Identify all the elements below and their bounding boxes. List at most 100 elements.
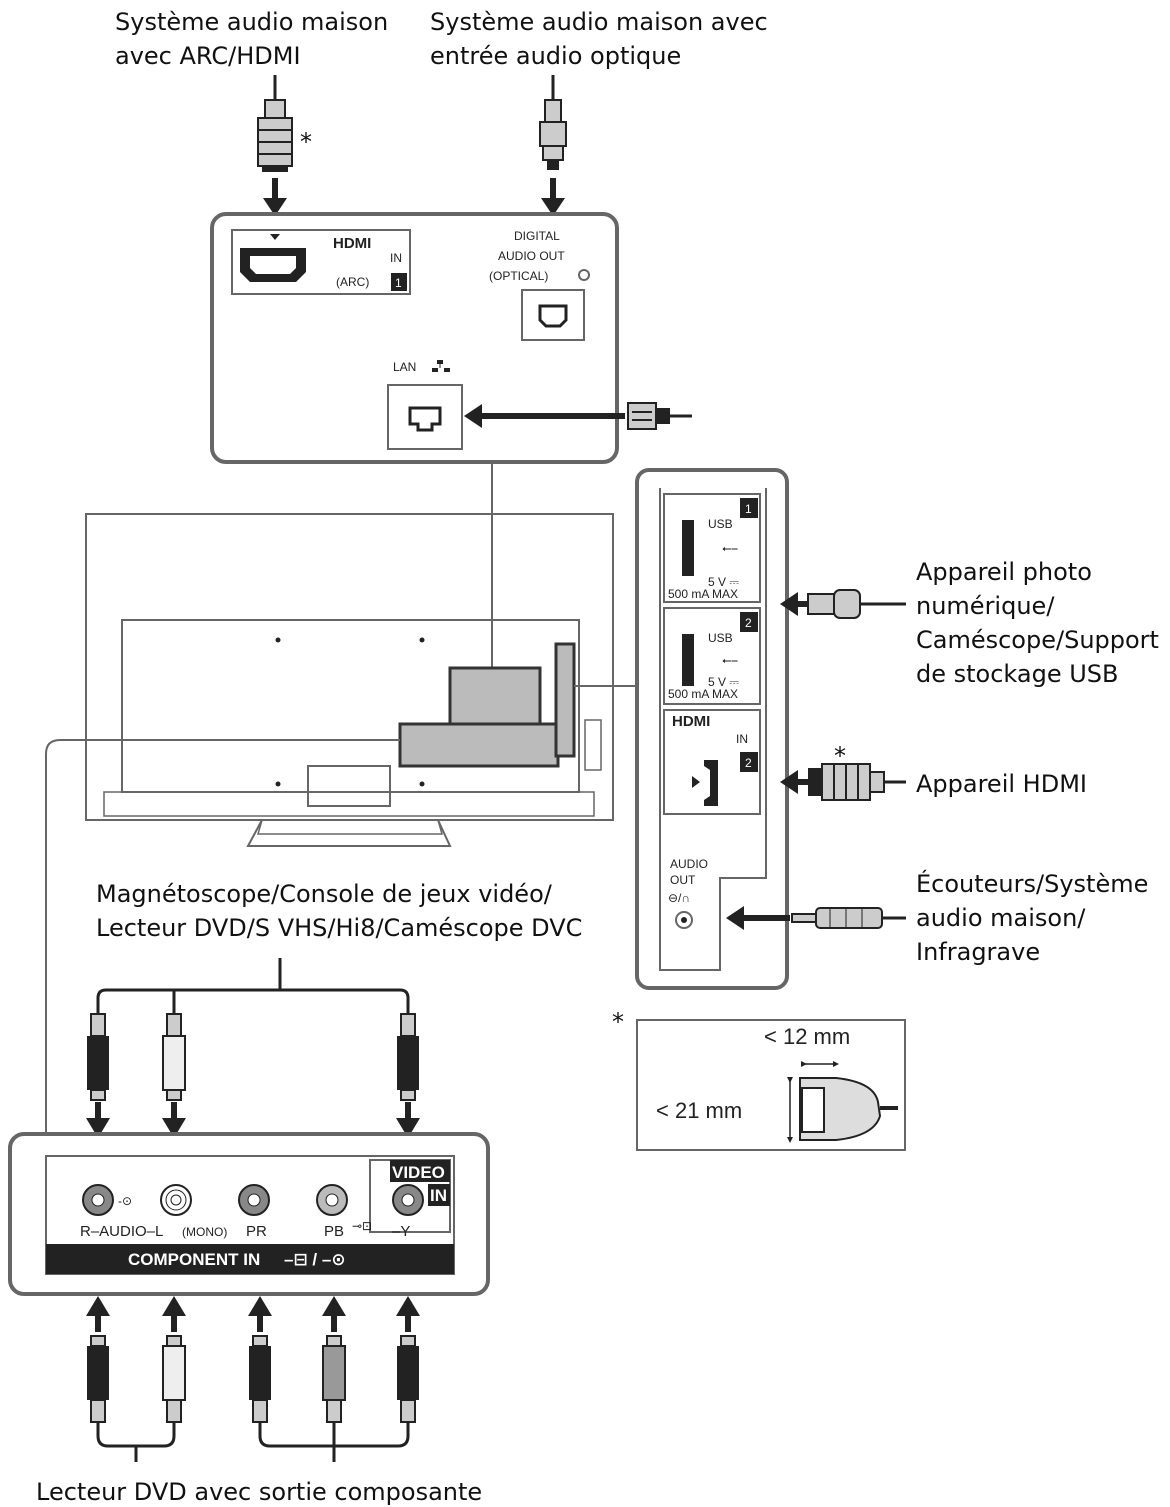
usb1-current: 500 mA MAX [668,587,738,601]
dimension-width: < 12 mm [764,1024,850,1049]
hdmi-logo-side: HDMI [672,713,710,730]
rca-plug-dvd-pr [249,1335,271,1423]
usb2-frame [663,607,761,705]
jack-audio-l[interactable] [160,1184,192,1216]
asterisk-side: * [834,742,846,770]
digital-label-line3: (OPTICAL) [489,269,548,283]
tv-top-terminal-block [448,666,542,728]
hdmi-in-top: IN [390,251,402,265]
rca-plug-vcr-yellow [397,1013,419,1101]
optical-icon [578,269,590,281]
side-connector-panel [635,468,789,990]
hdmi-arc-label: (ARC) [336,275,369,289]
usb1-label: USB [708,517,733,531]
dvd-cable-bundle [96,1422,410,1462]
rca-plug-dvd-audio-r [87,1335,109,1423]
label-headphone-line3: Infragrave [916,938,1040,966]
arrow-lan [464,404,482,428]
hdmi2-number: 2 [745,756,752,770]
headphone-jack[interactable] [675,911,693,929]
leader-line-component [45,739,400,1134]
label-usb-line4: de stockage USB [916,660,1119,688]
hdmi-plug-side [808,763,906,801]
rca-plug-dvd-audio-l [162,1335,186,1423]
headphone-plug [791,907,906,929]
hdmi-arc-port[interactable] [240,248,306,282]
label-dvd-component: Lecteur DVD avec sortie composante [36,1478,482,1506]
hdmi-arc-port-frame [231,229,411,295]
hdmi-logo-top: HDMI [333,235,371,252]
label-arc-audio-line2: avec ARC/HDMI [115,42,301,70]
label-vcr-line2: Lecteur DVD/S VHS/Hi8/Caméscope DVC [96,914,582,942]
lan-plug [627,402,692,430]
optical-plug-top [539,75,567,170]
label-hdmi-device: Appareil HDMI [916,770,1087,798]
mono-label: (MONO) [182,1225,227,1239]
tv-side-terminal-block [554,642,576,758]
component-in-label: COMPONENT IN [128,1250,260,1269]
arrow-hdmi-top [263,198,287,216]
dimension-height: < 21 mm [656,1098,742,1123]
label-usb-line1: Appareil photo [916,558,1092,586]
optical-port[interactable] [521,289,585,341]
pb-label: PB [324,1223,344,1240]
vcr-cable-bundle [96,958,410,1014]
label-arc-audio-line1: Système audio maison [115,8,388,36]
usb-icon-2: ⭠⎯ [722,653,738,667]
audio-out-line2: OUT [670,873,696,887]
arrow-optical-top [541,198,565,216]
tv-back-outline [85,513,614,847]
audio-input-icon: -⊙ [118,1194,132,1208]
video-label: VIDEO [392,1163,445,1182]
usb2-port[interactable] [682,634,694,686]
component-icon: ⊸⊡ [352,1219,372,1233]
usb1-port[interactable] [682,520,694,576]
label-optical-audio-line2: entrée audio optique [430,42,681,70]
video-in-label: IN [430,1186,447,1205]
label-headphone-line1: Écouteurs/Système [916,869,1148,898]
top-connector-panel [210,212,619,464]
digital-label-line2: AUDIO OUT [498,249,565,263]
usb-plug [807,589,906,619]
y-label: –Y [392,1223,410,1240]
label-usb-line3: Caméscope/Support [916,626,1159,654]
usb-icon-1: ⭠⎯ [722,541,738,555]
hdmi2-port[interactable] [704,760,718,806]
hdmi-number-top: 1 [395,276,402,290]
tv-bottom-terminal-block [398,722,560,768]
jack-audio-r[interactable] [82,1184,114,1216]
lan-port[interactable] [387,384,463,450]
label-usb-line2: numérique/ [916,592,1055,620]
lan-label: LAN [393,360,416,374]
arrow-hdmi-side [780,770,798,794]
asterisk-top: * [300,128,312,156]
usb1-power: 5 V ⎓ [708,575,739,589]
jack-pb[interactable] [316,1184,348,1216]
arrow-usb [780,592,798,616]
usb2-power: 5 V ⎓ [708,675,739,689]
audio-row-label: R–AUDIO–L [80,1223,163,1240]
rca-plug-vcr-white [162,1013,186,1101]
component-in-icons: –⊟ / –⊙ [284,1250,346,1269]
digital-label-line1: DIGITAL [514,229,560,243]
hdmi-in-side: IN [736,732,748,746]
headphone-icon: ⊖/∩ [668,891,690,905]
usb1-frame [663,493,761,603]
network-icon [432,360,450,372]
hdmi2-frame [663,709,761,815]
label-optical-audio-line1: Système audio maison avec [430,8,768,36]
audio-out-line1: AUDIO [670,857,708,871]
label-headphone-line2: audio maison/ [916,904,1086,932]
asterisk-dimensions: * [612,1008,624,1036]
hdmi-plug-top [257,75,293,172]
arrow-headphone [726,906,744,930]
rca-plug-dvd-pb [322,1335,346,1423]
jack-y[interactable] [392,1184,424,1216]
rca-plug-dvd-y [397,1335,419,1423]
usb2-label: USB [708,631,733,645]
usb2-number: 2 [745,616,752,630]
jack-pr[interactable] [238,1184,270,1216]
usb2-current: 500 mA MAX [668,687,738,701]
pr-label: PR [246,1223,267,1240]
